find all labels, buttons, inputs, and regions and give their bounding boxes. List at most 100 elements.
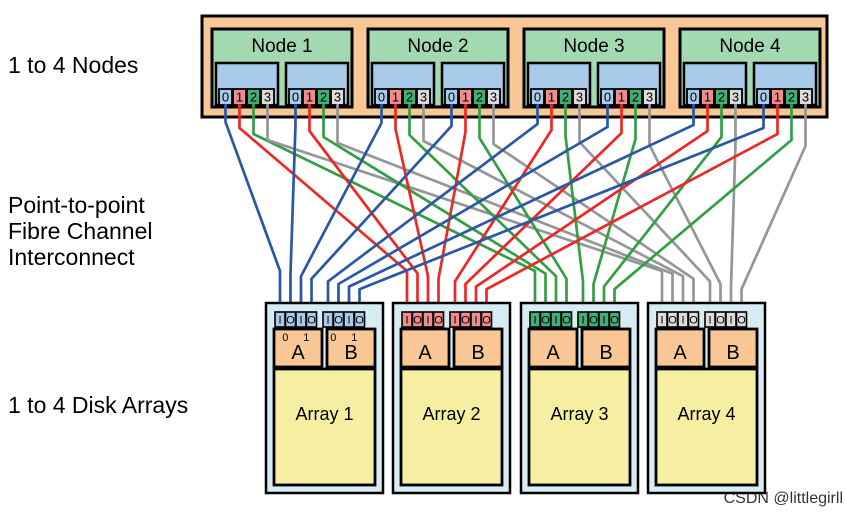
array-port bbox=[560, 311, 573, 328]
array-controller-label: A bbox=[418, 342, 432, 364]
array-port-label: O bbox=[482, 315, 491, 327]
array-port-label: O bbox=[589, 315, 598, 327]
hba-port-label: 3 bbox=[420, 90, 427, 105]
hba-port-label: 0 bbox=[448, 90, 455, 105]
interconnect-label-line3: Interconnect bbox=[8, 244, 135, 270]
array-controller-label: A bbox=[291, 342, 305, 364]
fc-wire bbox=[485, 104, 779, 313]
array-controller bbox=[399, 327, 451, 369]
hba-port-label: 3 bbox=[802, 90, 809, 105]
fc-wire bbox=[308, 104, 419, 313]
interconnect-wires-layer bbox=[224, 104, 807, 313]
fc-wire bbox=[337, 104, 609, 313]
fc-wire bbox=[336, 104, 674, 313]
interconnect-label-line1: Point-to-point bbox=[8, 192, 145, 218]
array-port-label: I bbox=[474, 315, 477, 327]
hba-port-label: 1 bbox=[774, 90, 781, 105]
controller-port-number: 1 bbox=[351, 332, 357, 344]
array-port-label: I bbox=[681, 315, 684, 327]
fc-wire bbox=[474, 104, 709, 313]
side-labels: 1 to 4 Nodes Point-to-point Fibre Channe… bbox=[8, 52, 188, 418]
fc-wire bbox=[729, 104, 737, 313]
hba-port-label: 0 bbox=[222, 90, 229, 105]
array-body bbox=[654, 367, 759, 487]
hba-port-label: 3 bbox=[334, 90, 341, 105]
array-controller bbox=[527, 327, 579, 369]
hba-port-label: 3 bbox=[646, 90, 653, 105]
array-port-label: I bbox=[660, 315, 663, 327]
hba-port-label: 1 bbox=[306, 90, 313, 105]
node-title: Node 4 bbox=[719, 36, 781, 57]
array-controller bbox=[580, 327, 632, 369]
hba-port-label: 0 bbox=[534, 90, 541, 105]
fc-wire bbox=[289, 104, 297, 313]
array-port-label: I bbox=[426, 315, 429, 327]
array-port-label: I bbox=[347, 315, 350, 327]
array-port-label: I bbox=[326, 315, 329, 327]
array-port-label: O bbox=[610, 315, 619, 327]
array-port-label: O bbox=[737, 315, 746, 327]
hba-port-label: 1 bbox=[392, 90, 399, 105]
array-body bbox=[272, 367, 377, 487]
array-port-label: I bbox=[581, 315, 584, 327]
fc-wire bbox=[358, 104, 765, 313]
fc-wire bbox=[613, 104, 793, 313]
array-port-label: I bbox=[729, 315, 732, 327]
array-port-label: O bbox=[562, 315, 571, 327]
array-label: Array 3 bbox=[550, 404, 608, 424]
array-controller-label: A bbox=[546, 342, 560, 364]
fc-wire bbox=[266, 104, 664, 313]
fc-wire bbox=[437, 104, 467, 313]
fc-wire bbox=[740, 104, 807, 313]
fc-wire bbox=[224, 104, 282, 313]
fc-wire bbox=[322, 104, 547, 313]
hba-port-label: 3 bbox=[576, 90, 583, 105]
array-port bbox=[353, 311, 366, 328]
disk-arrays-row-label: 1 to 4 Disk Arrays bbox=[8, 392, 188, 418]
array-controller bbox=[272, 327, 324, 369]
hba-port-label: 2 bbox=[406, 90, 413, 105]
fc-wire bbox=[252, 104, 537, 313]
array-port-label: O bbox=[461, 315, 470, 327]
array-controller bbox=[325, 327, 377, 369]
array-controller-label: B bbox=[726, 342, 739, 364]
hba-port-label: 2 bbox=[632, 90, 639, 105]
nodes-row-label: 1 to 4 Nodes bbox=[8, 52, 138, 78]
array-port-label: I bbox=[602, 315, 605, 327]
array-port-label: O bbox=[307, 315, 316, 327]
hba-port-label: 0 bbox=[292, 90, 299, 105]
fc-wire bbox=[347, 104, 695, 313]
array-port-label: O bbox=[334, 315, 343, 327]
array-port-label: O bbox=[355, 315, 364, 327]
hba-port-label: 3 bbox=[264, 90, 271, 105]
array-port bbox=[480, 311, 493, 328]
hba-port-label: 2 bbox=[250, 90, 257, 105]
node-title: Node 2 bbox=[407, 36, 468, 57]
fc-wire bbox=[602, 104, 723, 313]
fc-wire bbox=[478, 104, 568, 313]
fc-wire bbox=[492, 104, 695, 313]
controller-port-number: 0 bbox=[330, 332, 336, 344]
hba-port-label: 1 bbox=[236, 90, 243, 105]
array-body bbox=[399, 367, 504, 487]
array-controller bbox=[452, 327, 504, 369]
array-port-label: O bbox=[541, 315, 550, 327]
fc-wire bbox=[592, 104, 637, 313]
hba-port-label: 2 bbox=[476, 90, 483, 105]
hba-port-label: 1 bbox=[704, 90, 711, 105]
fc-wire bbox=[564, 104, 585, 313]
array-port-label: O bbox=[286, 315, 295, 327]
array-port-label: O bbox=[716, 315, 725, 327]
hba-port-label: 1 bbox=[548, 90, 555, 105]
array-controller-label: B bbox=[344, 342, 357, 364]
hba-port-label: 0 bbox=[604, 90, 611, 105]
interconnect-label-line2: Fibre Channel bbox=[8, 218, 152, 244]
